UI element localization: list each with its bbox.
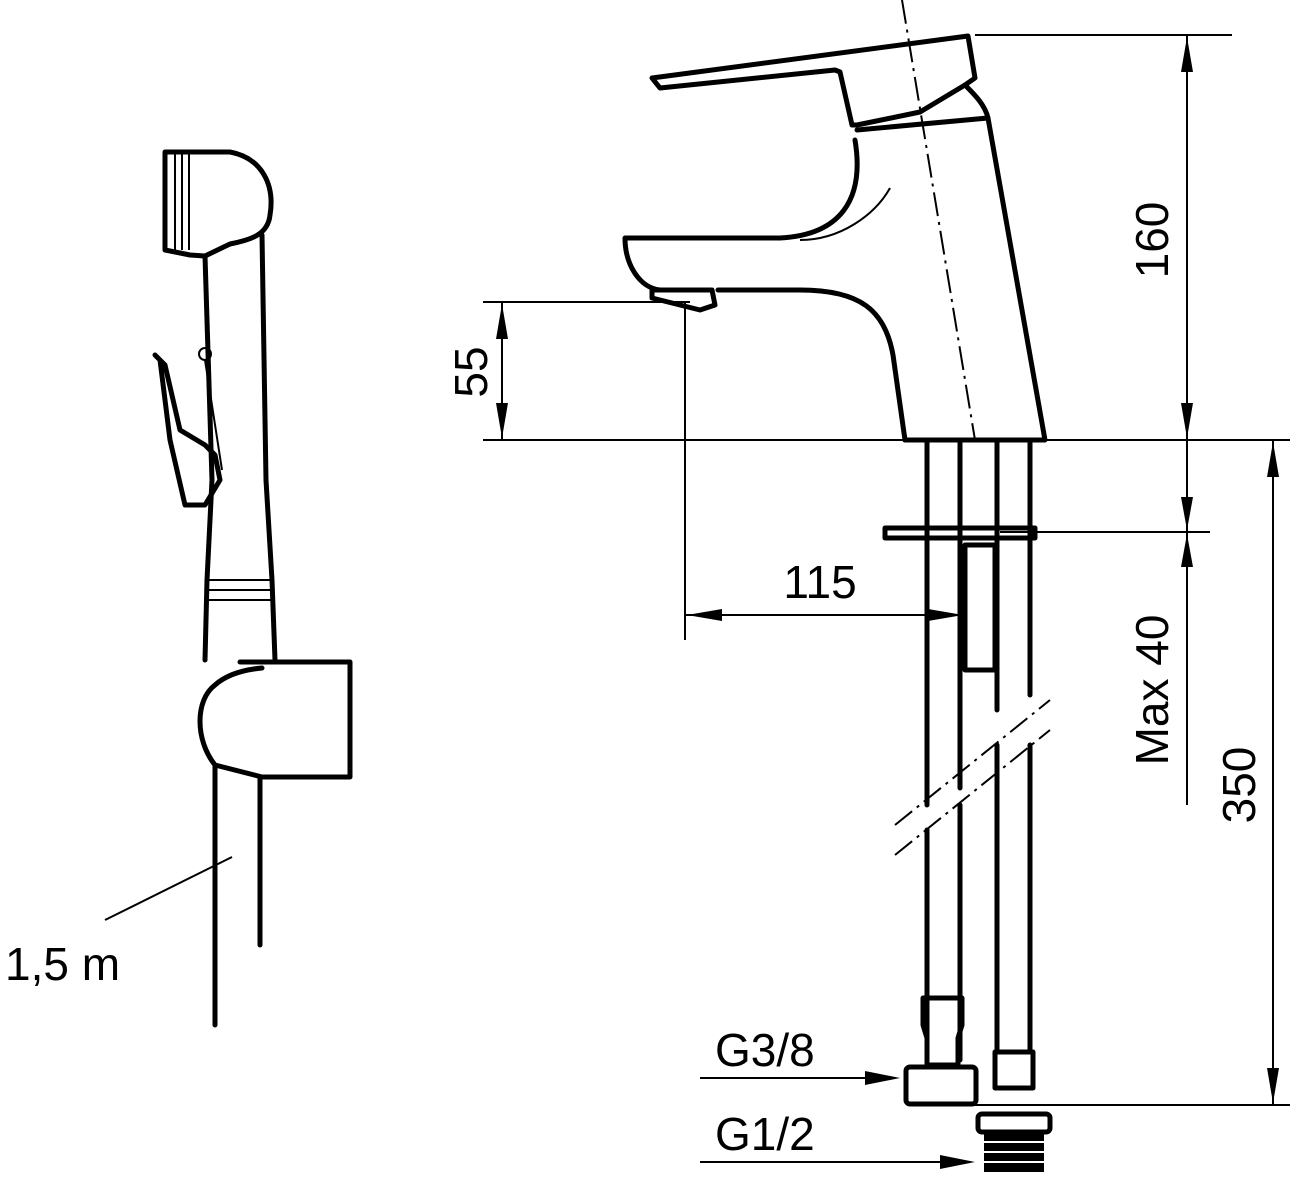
- dim-spout-reach: 115: [783, 556, 856, 608]
- thread-bottom-label: G1/2: [715, 1108, 815, 1160]
- dimension-lines: [483, 34, 1290, 1169]
- dim-total-height: 160: [1126, 202, 1178, 279]
- hose-leader-line: [104, 856, 233, 921]
- hand-shower: 1,5 m: [5, 149, 353, 1028]
- dim-hose-length: 350: [1213, 747, 1265, 824]
- dim-max-deck: Max 40: [1126, 615, 1178, 766]
- thread-top-label: G3/8: [715, 1024, 815, 1076]
- axis-centerline: [901, 0, 976, 441]
- dim-spout-height: 55: [445, 346, 497, 397]
- hose-length-label: 1,5 m: [5, 938, 120, 990]
